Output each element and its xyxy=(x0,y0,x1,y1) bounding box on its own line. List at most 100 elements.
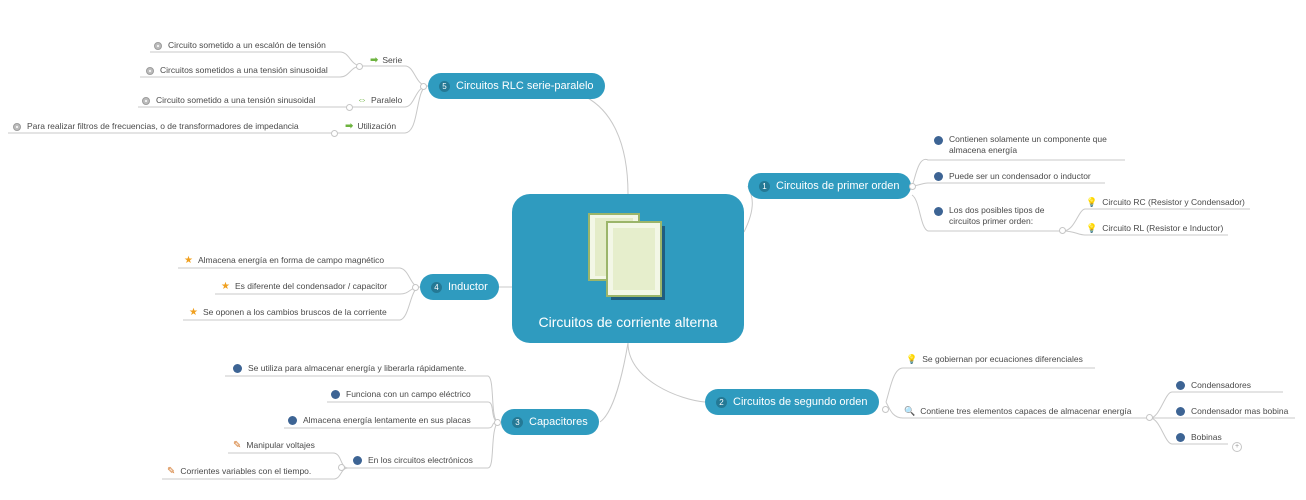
lightbulb-icon: 💡 xyxy=(1086,197,1098,207)
node-serie-escalon[interactable]: Circuito sometido a un escalón de tensió… xyxy=(154,40,326,51)
node-label: Circuitos sometidos a una tensión sinuso… xyxy=(160,65,328,75)
node-serie-sinusoidal[interactable]: Circuitos sometidos a una tensión sinuso… xyxy=(146,65,328,76)
node-circuitos-electronicos[interactable]: En los circuitos electrónicos xyxy=(353,455,473,466)
topic-number: 3 xyxy=(512,416,523,428)
node-tres-elementos[interactable]: 🔍 Contiene tres elementos capaces de alm… xyxy=(904,406,1131,417)
blue-bullet-icon xyxy=(331,390,340,399)
node-label: Corrientes variables con el tiempo. xyxy=(180,466,312,476)
gray-bullet-icon xyxy=(146,66,154,75)
node-bobinas[interactable]: Bobinas xyxy=(1176,432,1222,443)
node-label: Utilización xyxy=(357,121,397,131)
node-label: Se utiliza para almacenar energía y libe… xyxy=(248,363,467,373)
gray-bullet-icon xyxy=(13,122,21,131)
arrow-right-icon: ➡ xyxy=(345,121,354,132)
node-condensador-bobina[interactable]: Condensador mas bobina xyxy=(1176,406,1288,417)
node-tipos-primer-orden[interactable]: Los dos posibles tipos de circuitos prim… xyxy=(934,205,1059,227)
lightbulb-icon: 💡 xyxy=(906,354,918,364)
node-diferente-condensador[interactable]: ★ Es diferente del condensador / capacit… xyxy=(221,281,387,292)
topic-segundo-orden[interactable]: 2 Circuitos de segundo orden xyxy=(705,389,879,415)
gray-bullet-icon xyxy=(142,96,150,105)
node-label: Contienen solamente un componente que al… xyxy=(949,134,1107,155)
node-campo-electrico[interactable]: Funciona con un campo eléctrico xyxy=(331,389,471,400)
blue-bullet-icon xyxy=(288,416,297,425)
node-label: Condensador mas bobina xyxy=(1191,406,1289,416)
expand-plus-icon[interactable]: + xyxy=(1232,442,1242,452)
magnifier-icon: 🔍 xyxy=(904,406,916,416)
node-label: Contiene tres elementos capaces de almac… xyxy=(920,406,1132,416)
star-icon: ★ xyxy=(184,255,193,266)
star-icon: ★ xyxy=(221,281,230,292)
node-label: Condensadores xyxy=(1191,380,1252,390)
node-paralelo-sinusoidal[interactable]: Circuito sometido a una tensión sinusoid… xyxy=(142,95,315,106)
blue-bullet-icon xyxy=(934,136,943,145)
branch-collapse-knob[interactable] xyxy=(331,130,338,137)
gray-bullet-icon xyxy=(154,41,162,50)
topic-label: Capacitores xyxy=(529,416,588,428)
node-condensador-inductor[interactable]: Puede ser un condensador o inductor xyxy=(934,171,1091,182)
topic-label: Circuitos de primer orden xyxy=(776,180,900,192)
lightbulb-icon: 💡 xyxy=(1086,223,1098,233)
branch-collapse-knob[interactable] xyxy=(1059,227,1066,234)
branch-collapse-knob[interactable] xyxy=(1146,414,1153,421)
node-circuito-rl[interactable]: 💡 Circuito RL (Resistor e Inductor) xyxy=(1086,223,1223,234)
node-circuito-rc[interactable]: 💡 Circuito RC (Resistor y Condensador) xyxy=(1086,197,1245,208)
topic-primer-orden[interactable]: 1 Circuitos de primer orden xyxy=(748,173,911,199)
central-title: Circuitos de corriente alterna xyxy=(538,314,718,330)
topic-number: 2 xyxy=(716,396,727,408)
branch-collapse-knob[interactable] xyxy=(338,464,345,471)
node-label: Se gobiernan por ecuaciones diferenciale… xyxy=(922,354,1083,364)
node-label: Paralelo xyxy=(371,95,403,105)
blue-bullet-icon xyxy=(934,172,943,181)
node-utilizacion[interactable]: ➡ Utilización xyxy=(345,121,396,132)
blue-bullet-icon xyxy=(934,207,943,216)
branch-collapse-knob[interactable] xyxy=(882,406,889,413)
arrow-right-icon: ➡ xyxy=(370,55,379,66)
node-energia-placas[interactable]: Almacena energía lentamente en sus placa… xyxy=(288,415,471,426)
star-icon: ★ xyxy=(189,307,198,318)
branch-collapse-knob[interactable] xyxy=(909,183,916,190)
branch-collapse-knob[interactable] xyxy=(420,83,427,90)
branch-collapse-knob[interactable] xyxy=(412,284,419,291)
node-label: Los dos posibles tipos de circuitos prim… xyxy=(949,205,1045,226)
node-label: En los circuitos electrónicos xyxy=(368,455,473,465)
node-label: Circuito RL (Resistor e Inductor) xyxy=(1102,223,1224,233)
branch-collapse-knob[interactable] xyxy=(494,419,501,426)
node-label: Para realizar filtros de frecuencias, o … xyxy=(27,121,299,131)
branch-collapse-knob[interactable] xyxy=(346,104,353,111)
blue-bullet-icon xyxy=(353,456,362,465)
node-ecuaciones-diferenciales[interactable]: 💡 Se gobiernan por ecuaciones diferencia… xyxy=(906,354,1083,365)
node-label: Manipular voltajes xyxy=(246,440,315,450)
topic-number: 5 xyxy=(439,80,450,92)
node-label: Puede ser un condensador o inductor xyxy=(949,171,1091,181)
node-campo-magnetico[interactable]: ★ Almacena energía en forma de campo mag… xyxy=(184,255,384,266)
topic-label: Circuitos RLC serie-paralelo xyxy=(456,80,594,92)
node-label: Funciona con un campo eléctrico xyxy=(346,389,471,399)
node-label: Bobinas xyxy=(1191,432,1222,442)
node-paralelo[interactable]: ⇔ Paralelo xyxy=(357,95,402,106)
node-label: Es diferente del condensador / capacitor xyxy=(234,281,388,291)
node-almacenar-liberar[interactable]: Se utiliza para almacenar energía y libe… xyxy=(233,363,466,374)
node-serie[interactable]: ➡ Serie xyxy=(370,55,402,66)
node-corrientes-variables[interactable]: ✎ Corrientes variables con el tiempo. xyxy=(167,466,311,477)
node-label: Serie xyxy=(382,55,403,65)
node-label: Circuito sometido a una tensión sinusoid… xyxy=(156,95,316,105)
node-manipular-voltajes[interactable]: ✎ Manipular voltajes xyxy=(233,440,315,451)
blue-bullet-icon xyxy=(233,364,242,373)
topic-circuitos-rlc[interactable]: 5 Circuitos RLC serie-paralelo xyxy=(428,73,605,99)
node-utilizacion-filtros[interactable]: Para realizar filtros de frecuencias, o … xyxy=(13,121,299,132)
node-condensadores[interactable]: Condensadores xyxy=(1176,380,1251,391)
node-label: Almacena energía en forma de campo magné… xyxy=(197,255,385,265)
arrows-both-icon: ⇔ xyxy=(357,95,367,106)
branch-collapse-knob[interactable] xyxy=(356,63,363,70)
node-un-componente[interactable]: Contienen solamente un componente que al… xyxy=(934,134,1124,156)
pencil-icon: ✎ xyxy=(233,440,242,451)
topic-inductor[interactable]: 4 Inductor xyxy=(420,274,499,300)
central-topic[interactable]: Circuitos de corriente alterna xyxy=(512,194,744,343)
node-label: Almacena energía lentamente en sus placa… xyxy=(303,415,471,425)
pencil-icon: ✎ xyxy=(167,466,176,477)
node-label: Circuito RC (Resistor y Condensador) xyxy=(1102,197,1245,207)
blue-bullet-icon xyxy=(1176,433,1185,442)
node-cambios-bruscos[interactable]: ★ Se oponen a los cambios bruscos de la … xyxy=(189,307,387,318)
topic-capacitores[interactable]: 3 Capacitores xyxy=(501,409,599,435)
topic-label: Inductor xyxy=(448,281,488,293)
